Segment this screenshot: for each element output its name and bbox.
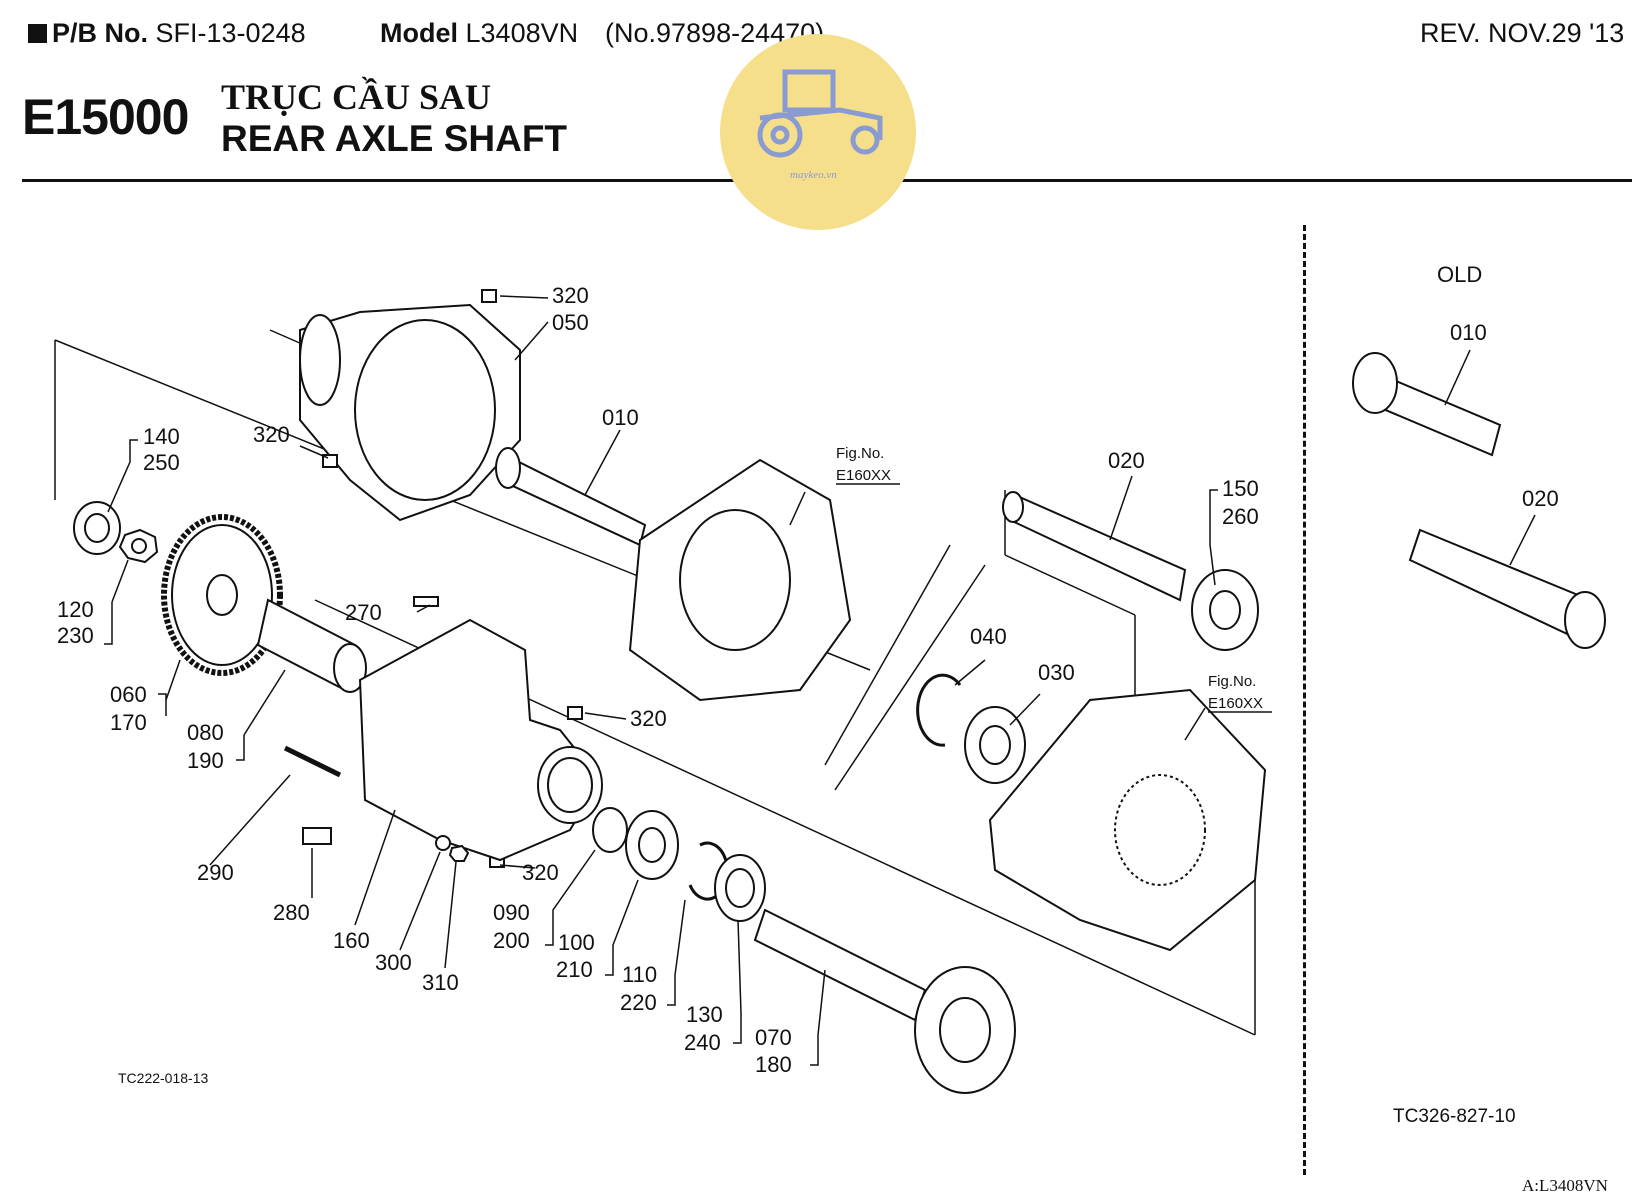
- label-040: 040: [970, 624, 1007, 649]
- label-old-010: 010: [1450, 320, 1487, 345]
- label-060: 060: [110, 682, 147, 707]
- oil-seal-130: [714, 854, 766, 922]
- label-140: 140: [143, 424, 180, 449]
- label-190: 190: [187, 748, 224, 773]
- part-labels: 320 050 320 010 140 250 120 230 060 170 …: [57, 262, 1559, 1077]
- axle-070: [753, 908, 1016, 1094]
- circlip-040: [916, 673, 962, 747]
- transmission-cover: [299, 303, 521, 522]
- figref-label-left: Fig.No.: [836, 445, 884, 462]
- figure-references: Fig.No. E160XX Fig.No. E160XX: [836, 445, 1272, 713]
- label-100: 100: [558, 930, 595, 955]
- section-title-vn: TRỤC CẦU SAU: [221, 77, 492, 117]
- label-old-020: 020: [1522, 486, 1559, 511]
- label-130: 130: [686, 1002, 723, 1027]
- old-title: OLD: [1437, 262, 1482, 287]
- old-divider: [1303, 225, 1306, 1175]
- old-shaft-010: [1352, 352, 1502, 457]
- label-170: 170: [110, 710, 147, 735]
- label-320-left: 320: [253, 422, 290, 447]
- label-320-mid: 320: [630, 706, 667, 731]
- label-280: 280: [273, 900, 310, 925]
- label-080: 080: [187, 720, 224, 745]
- leader-lines: [104, 295, 1536, 1066]
- housing-e160xx: [628, 458, 852, 702]
- axle-case-160: [358, 618, 603, 862]
- label-020: 020: [1108, 448, 1145, 473]
- figref-label-right: Fig.No.: [1208, 673, 1256, 690]
- label-010: 010: [602, 405, 639, 430]
- bearing-140: [73, 501, 121, 555]
- label-240: 240: [684, 1030, 721, 1055]
- revision-date: REV. NOV.29 '13: [1420, 18, 1625, 48]
- section-code: E15000: [22, 89, 189, 145]
- bolt-320-top: [481, 289, 497, 303]
- label-310: 310: [422, 970, 459, 995]
- pin-270: [413, 596, 439, 607]
- seal-090: [592, 807, 628, 853]
- tractor-icon: [757, 69, 883, 158]
- bolt-320-mid: [567, 706, 583, 720]
- housing-right-e160xx: [988, 688, 1267, 952]
- ref-right: TC326-827-10: [1393, 1106, 1516, 1127]
- watermark-logo: maykeo.vn: [720, 34, 916, 230]
- label-030: 030: [1038, 660, 1075, 685]
- bearing-030: [964, 706, 1026, 784]
- label-250: 250: [143, 450, 180, 475]
- label-290: 290: [197, 860, 234, 885]
- ref-left: TC222-018-13: [118, 1070, 209, 1086]
- figref-value-right: E160XX: [1208, 695, 1263, 712]
- label-200: 200: [493, 928, 530, 953]
- sleeve-080: [256, 598, 367, 693]
- bolt-280: [302, 827, 332, 845]
- ref-corner: A:L3408VN: [1522, 1176, 1608, 1195]
- square-bullet-icon: [28, 24, 47, 43]
- label-260: 260: [1222, 504, 1259, 529]
- old-shaft-020: [1408, 528, 1606, 649]
- bearing-150: [1191, 569, 1259, 651]
- watermark-text: maykeo.vn: [790, 169, 837, 181]
- label-320-bottom: 320: [522, 860, 559, 885]
- section-title-en: REAR AXLE SHAFT: [221, 118, 568, 159]
- label-270: 270: [345, 600, 382, 625]
- label-110: 110: [622, 962, 657, 987]
- label-220: 220: [620, 990, 657, 1015]
- gear-060: [161, 514, 283, 676]
- label-300: 300: [375, 950, 412, 975]
- label-150: 150: [1222, 476, 1259, 501]
- stud-290: [283, 745, 342, 778]
- nut-120: [118, 528, 159, 564]
- nut-310: [448, 844, 470, 862]
- bearing-100: [625, 810, 679, 880]
- assembly-outline: [54, 329, 1256, 1036]
- label-180: 180: [755, 1052, 792, 1077]
- label-120: 120: [57, 597, 94, 622]
- label-090: 090: [493, 900, 530, 925]
- label-210: 210: [556, 957, 593, 982]
- label-230: 230: [57, 623, 94, 648]
- label-320-top: 320: [552, 283, 589, 308]
- label-160: 160: [333, 928, 370, 953]
- shaft-020: [1002, 491, 1187, 602]
- pb-number: P/B No. SFI-13-0248: [28, 18, 306, 49]
- watermark-circle: [720, 34, 916, 230]
- model: Model L3408VN: [380, 18, 579, 48]
- parts: [73, 289, 1606, 1094]
- label-050: 050: [552, 310, 589, 335]
- washer-300: [435, 835, 451, 851]
- label-070: 070: [755, 1025, 792, 1050]
- shaft-010: [495, 447, 647, 547]
- figref-value-left: E160XX: [836, 467, 891, 484]
